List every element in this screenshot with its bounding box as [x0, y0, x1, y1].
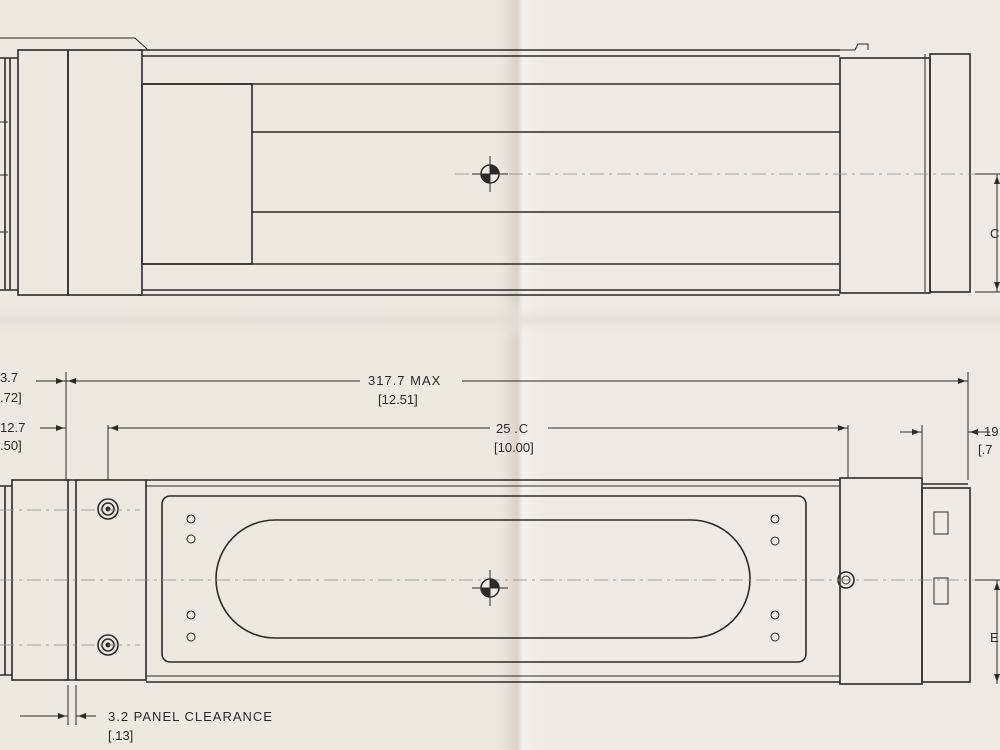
- rear-block: [839, 477, 923, 685]
- center-fold: [490, 0, 550, 750]
- dim-right-mm: 19: [984, 424, 999, 439]
- dim-left-lower-mm: 12.7: [0, 420, 26, 435]
- dim-left-lower-in: .50]: [0, 438, 22, 453]
- panel-clearance-in: [.13]: [108, 728, 134, 743]
- oval-window: [215, 519, 751, 639]
- dim-right-in: [.7: [978, 442, 993, 457]
- dim-overall-in: [12.51]: [378, 392, 418, 407]
- dim-right-edge-lower: E: [990, 630, 999, 645]
- panel-clearance-label: 3.2 PANEL CLEARANCE: [108, 709, 273, 724]
- bottom-center-mark: [472, 570, 508, 606]
- dim-mount-mm: 25 . C: [496, 421, 529, 436]
- access-cover: [161, 495, 807, 663]
- dim-overall-mm: 317.7 MAX: [368, 373, 442, 388]
- dim-right-edge-upper: C: [990, 226, 1000, 241]
- dim-left-upper-in: .72]: [0, 390, 22, 405]
- top-housing-edge: [0, 37, 869, 51]
- rear-connector: [921, 487, 971, 683]
- top-center-mark: [472, 156, 508, 192]
- dim-left-upper-mm: 3.7: [0, 370, 19, 385]
- dim-mount-in: [10.00]: [494, 440, 534, 455]
- right-cap: [929, 53, 971, 293]
- flange-screw-top: [97, 498, 119, 520]
- horizontal-fold: [0, 300, 1000, 340]
